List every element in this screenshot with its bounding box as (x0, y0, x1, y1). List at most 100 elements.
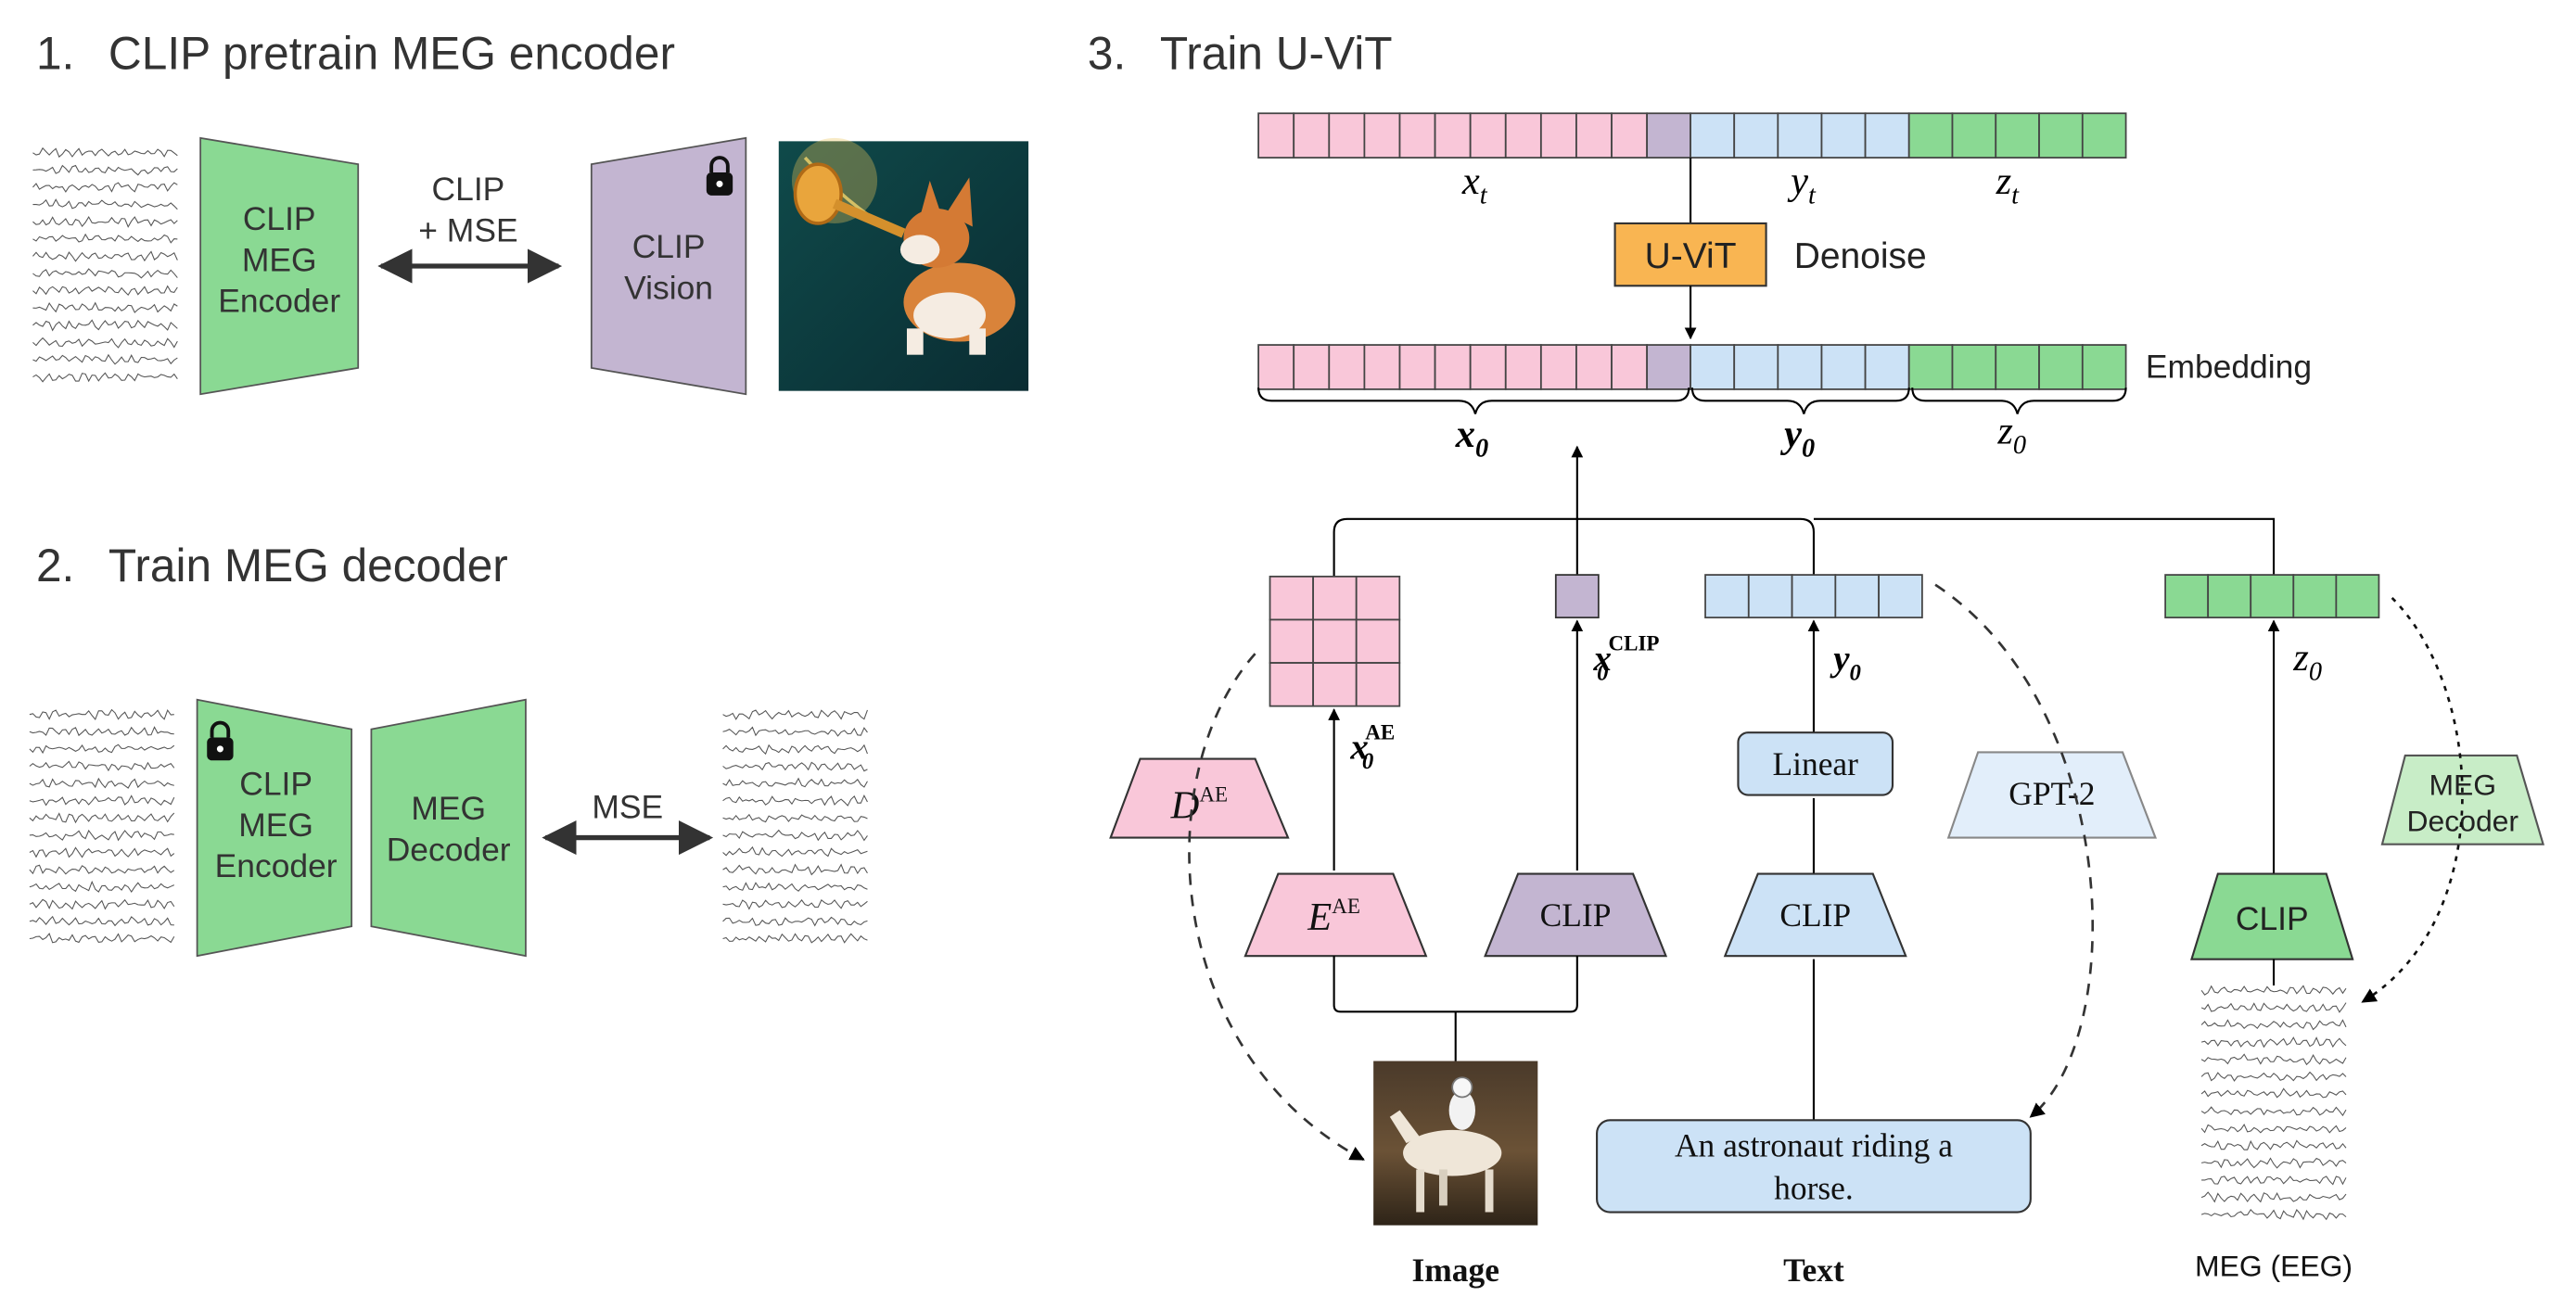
signal-trace (29, 864, 175, 875)
signal-trace (32, 319, 178, 332)
encoder-label-line3: Encoder (218, 283, 340, 320)
vision-label-line2: Vision (624, 269, 713, 306)
zt-label: zt (1996, 159, 2021, 210)
y0-label: y0 (1779, 413, 1815, 464)
signal-trace (29, 829, 174, 842)
token-cell (1434, 112, 1472, 159)
signal-trace (722, 794, 868, 807)
signal-trace (722, 916, 868, 927)
token-cell (1293, 112, 1331, 159)
lock-icon (706, 156, 733, 196)
grid-cell (1312, 662, 1358, 707)
token-cell (2038, 344, 2084, 390)
caption-line1: An astronaut riding a (1675, 1126, 1953, 1163)
token-cell (1995, 344, 2040, 390)
signal-trace (722, 829, 868, 842)
signal-trace (2200, 1124, 2347, 1134)
text-label: Text (1783, 1252, 1844, 1289)
token-cell (1363, 112, 1401, 159)
meg-token-row (2164, 574, 2380, 619)
token-cell (1733, 344, 1779, 390)
token-cell (2250, 574, 2295, 619)
embedding-token-row (1257, 344, 2127, 390)
decoder-label-line1: MEG (411, 790, 486, 827)
caption-box (1596, 1119, 2032, 1214)
signal-trace (32, 250, 178, 262)
meg-signal-input-2 (29, 708, 175, 944)
token-cell (1690, 344, 1736, 390)
gpt2-label: GPT-2 (2009, 775, 2095, 812)
signal-trace (2200, 1002, 2347, 1013)
grid-cell (1355, 618, 1401, 664)
signal-trace (32, 164, 178, 176)
token-cell (1820, 112, 1867, 159)
signal-trace (2200, 1157, 2347, 1169)
token-cell (1820, 344, 1867, 390)
signal-trace (2200, 1053, 2347, 1066)
meg-decoder-label-line2: Decoder (2407, 804, 2519, 837)
y0-token-label: y0 (1830, 639, 1861, 686)
signal-trace (32, 337, 178, 349)
meg-eeg-signal (2200, 985, 2347, 1221)
noisy-token-row (1257, 112, 2127, 159)
signal-trace (2200, 1087, 2347, 1099)
token-cell (1434, 344, 1472, 390)
token-cell (1293, 344, 1331, 390)
signal-trace (29, 846, 175, 858)
caption-line2: horse. (1774, 1169, 1854, 1206)
clip-loss-label-line2: + MSE (418, 211, 517, 248)
signal-trace (29, 708, 174, 721)
token-cell (1995, 112, 2040, 159)
signal-trace (29, 794, 175, 807)
encoder-label-line1: CLIP (243, 200, 316, 237)
signal-trace (32, 268, 178, 279)
grid-cell (1355, 575, 1401, 621)
vision-label-line1: CLIP (632, 228, 706, 265)
signal-trace (2201, 1176, 2347, 1186)
signal-trace (32, 353, 178, 365)
token-cell (1257, 112, 1295, 159)
signal-trace (32, 198, 178, 210)
ae-encoder-label: EAE (1307, 894, 1360, 939)
token-cell (1539, 344, 1577, 390)
token-cell (1791, 574, 1837, 619)
token-cell (2335, 574, 2380, 619)
signal-trace (722, 845, 868, 858)
token-cell (1469, 344, 1507, 390)
clip-meg-encoder-label: CLIP (2236, 900, 2309, 937)
xt-label: xt (1461, 159, 1488, 210)
signal-trace (32, 146, 178, 159)
token-cell (1504, 344, 1542, 390)
clip-vision-shape (590, 136, 747, 396)
token-cell (1328, 112, 1366, 159)
signal-trace (722, 777, 868, 788)
grid-cell (1355, 662, 1401, 707)
z0-token-label: z0 (2292, 636, 2322, 687)
meg-eeg-label: MEG (EEG) (2195, 1250, 2353, 1283)
z0-label: z0 (1996, 409, 2026, 460)
token-cell (1646, 344, 1691, 390)
token-cell (1951, 344, 1997, 390)
signal-trace (2200, 1139, 2347, 1150)
meg-signal-input (32, 146, 178, 383)
token-cell (1398, 344, 1436, 390)
token-cell (2207, 574, 2252, 619)
section-1-title: CLIP pretrain MEG encoder (108, 27, 675, 79)
token-cell (1907, 344, 1954, 390)
yt-label: yt (1787, 159, 1817, 210)
signal-trace (722, 933, 868, 944)
encoder2-label-line3: Encoder (215, 847, 338, 884)
token-cell (2081, 112, 2127, 159)
signal-trace (29, 915, 174, 927)
signal-trace (29, 880, 175, 893)
clip-image-token (1554, 574, 1600, 619)
astronaut-horse-image (1373, 1061, 1538, 1226)
signal-trace (2200, 1191, 2347, 1203)
token-cell (1951, 112, 1997, 159)
signal-trace (29, 932, 175, 944)
encoder-label-line2: MEG (242, 241, 317, 278)
token-cell (2292, 574, 2338, 619)
signal-trace (32, 285, 178, 297)
encoder2-label-line1: CLIP (239, 766, 312, 803)
clip-meg-encoder-shape-3 (2190, 872, 2354, 960)
